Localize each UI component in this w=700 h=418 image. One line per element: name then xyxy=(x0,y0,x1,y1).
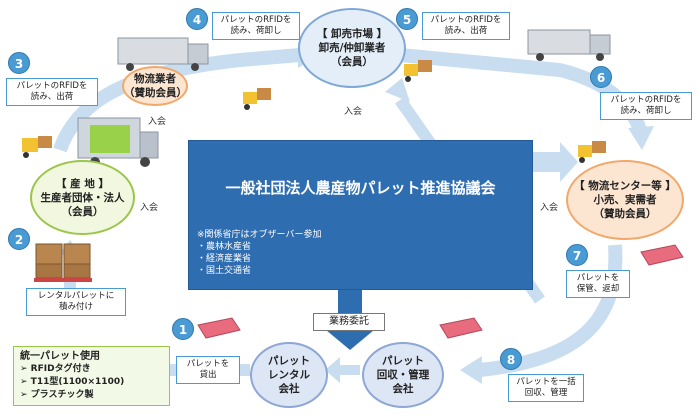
step6-line2: 読み、荷卸し xyxy=(620,106,672,116)
logistics-node: 物流業者 （賛助会員） xyxy=(122,66,188,106)
join-label-wholesale: 入会 xyxy=(344,107,363,117)
step-badge-8: 8 xyxy=(500,348,522,370)
flow-arrow-collection-to-rental xyxy=(325,357,360,383)
step-badge-3: 3 xyxy=(8,52,30,74)
step7-line1: パレットを xyxy=(576,273,620,283)
step4-line2: 読み、荷卸し xyxy=(230,26,282,36)
step5-line2: 読み、出荷 xyxy=(444,26,488,36)
collection-line2: 回収・管理 xyxy=(376,369,430,381)
pallet-icon-1 xyxy=(197,317,241,339)
collection-line3: 会社 xyxy=(392,383,414,395)
step-callout-1: パレットを 貸出 xyxy=(176,356,240,384)
production-line1: 生産者団体・法人 xyxy=(40,191,125,204)
wholesale-heading: 【 卸売市場 】 xyxy=(316,28,388,40)
flow-arrow-to-distribution xyxy=(533,142,578,182)
step-badge-1: 1 xyxy=(172,318,194,340)
forklift-icon-2 xyxy=(243,88,271,110)
rental-company-node: パレット レンタル 会社 xyxy=(250,342,328,408)
unified-heading: 統一パレット使用 xyxy=(20,351,100,362)
rental-line3: 会社 xyxy=(278,383,300,395)
truck-icon-right xyxy=(527,29,611,61)
collection-line1: パレット xyxy=(382,355,424,367)
wholesale-line1: 卸売/仲卸業者 xyxy=(318,42,386,54)
step8-line2: 回収、管理 xyxy=(524,388,568,398)
forklift-icon-4 xyxy=(578,141,606,163)
step-callout-5: パレットのRFIDを 読み、出荷 xyxy=(422,12,510,40)
wholesale-line2: （会員） xyxy=(331,56,373,68)
step-badge-6: 6 xyxy=(590,66,612,88)
step-callout-8: パレットを一括 回収、管理 xyxy=(508,374,584,402)
wholesale-node: 【 卸売市場 】 卸売/仲卸業者 （会員） xyxy=(298,8,406,88)
pallet-icon-2 xyxy=(439,317,483,339)
forklift-icon-3 xyxy=(404,60,432,82)
step4-line1: パレットのRFIDを xyxy=(220,15,292,25)
truck-icon-top xyxy=(117,37,209,71)
step-callout-7: パレットを 保管、返却 xyxy=(566,270,630,298)
logistics-line2: （賛助会員） xyxy=(124,87,187,99)
step-callout-3: パレットのRFIDを 読み、出荷 xyxy=(6,78,98,106)
step-callout-2: レンタルパレットに 積み付け xyxy=(26,288,126,316)
unified-item-2: ➢ T11型(1100×1100) xyxy=(20,377,125,387)
step1-line2: 貸出 xyxy=(199,370,217,380)
distribution-line2: （賛助会員） xyxy=(593,208,657,220)
production-line2: （会員） xyxy=(61,205,104,218)
unified-item-1: ➢ RFIDタグ付き xyxy=(20,364,91,374)
step3-line1: パレットのRFIDを xyxy=(16,81,88,91)
join-label-logistics: 入会 xyxy=(148,117,167,127)
step2-line1: レンタルパレットに xyxy=(37,291,115,301)
step-badge-2: 2 xyxy=(8,228,30,250)
step3-line2: 読み、出荷 xyxy=(30,92,74,102)
step-badge-5: 5 xyxy=(396,8,418,30)
business-entrust-label: 業務委託 xyxy=(313,313,385,331)
association-title: 一般社団法人農産物パレット推進協議会 xyxy=(225,179,496,197)
step-callout-6: パレットのRFIDを 読み、荷卸し xyxy=(600,92,692,120)
step-badge-7: 7 xyxy=(566,244,588,266)
collection-company-node: パレット 回収・管理 会社 xyxy=(362,342,444,408)
forklift-icon-1 xyxy=(22,136,52,158)
step-callout-4: パレットのRFIDを 読み、荷卸し xyxy=(212,12,300,40)
join-label-distribution: 入会 xyxy=(540,203,559,213)
distribution-node: 【 物流センター等 】 小売、実需者 （賛助会員） xyxy=(566,160,684,240)
step2-line2: 積み付け xyxy=(58,302,93,312)
ministry-3: ・国土交通省 xyxy=(197,266,252,276)
unified-item-3: ➢ プラスチック製 xyxy=(20,390,94,400)
production-node: 【 産 地 】 生産者団体・法人 （会員） xyxy=(30,160,135,235)
logistics-line1: 物流業者 xyxy=(134,73,176,85)
join-label-production: 入会 xyxy=(140,203,159,213)
step6-line1: パレットのRFIDを xyxy=(610,95,682,105)
observer-list: ※関係省庁はオブザーバー参加 ・農林水産省 ・経済産業省 ・国土交通省 xyxy=(197,229,321,277)
pallet-icon-3 xyxy=(640,244,684,266)
observer-note: ※関係省庁はオブザーバー参加 xyxy=(197,230,322,240)
step1-line1: パレットを xyxy=(186,359,230,369)
step8-line1: パレットを一括 xyxy=(516,377,576,387)
ministry-2: ・経済産業省 xyxy=(197,254,252,264)
distribution-line1: 小売、実需者 xyxy=(593,194,657,206)
ministry-1: ・農林水産省 xyxy=(197,242,252,252)
production-heading: 【 産 地 】 xyxy=(56,177,109,190)
rental-line2: レンタル xyxy=(268,369,310,381)
step5-line1: パレットのRFIDを xyxy=(430,15,502,25)
unified-pallet-box: 統一パレット使用 ➢ RFIDタグ付き ➢ T11型(1100×1100) ➢ … xyxy=(13,346,170,406)
step-badge-4: 4 xyxy=(186,8,208,30)
distribution-heading: 【 物流センター等 】 xyxy=(574,180,676,192)
association-box: 一般社団法人農産物パレット推進協議会 ※関係省庁はオブザーバー参加 ・農林水産省… xyxy=(188,140,533,290)
step7-line2: 保管、返却 xyxy=(576,284,620,294)
rental-line1: パレット xyxy=(268,355,310,367)
boxes-icon xyxy=(34,243,92,282)
